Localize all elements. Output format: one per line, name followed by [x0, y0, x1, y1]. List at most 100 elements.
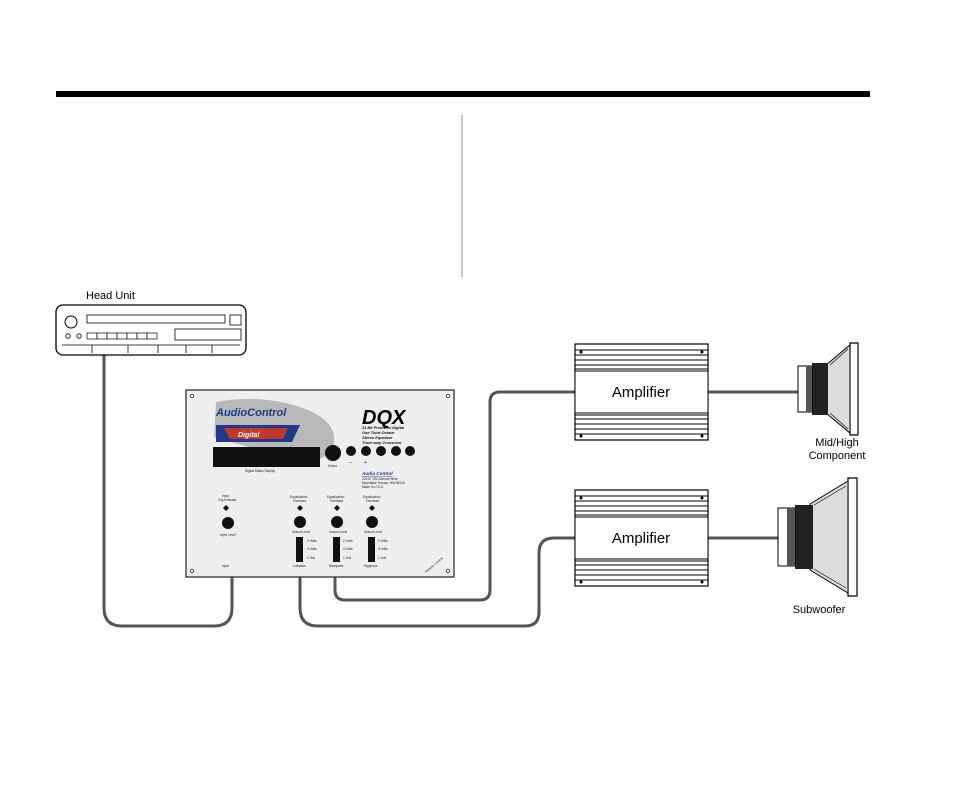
- section-label: Lowpass: [293, 564, 306, 568]
- range-switch[interactable]: [333, 537, 340, 562]
- output-level-label: Output Level: [329, 530, 347, 534]
- amplifier-top: Amplifier: [574, 343, 709, 441]
- eq-overload-label: Equalization: [327, 495, 345, 499]
- input-clip-label: Input: [222, 494, 229, 498]
- lowpass-channel: Equalization Overload Output Level 2 Vol…: [290, 495, 317, 568]
- cable-dqx-to-sub-amp: [298, 536, 575, 628]
- cable-dqx-to-mid-amp: [333, 390, 575, 602]
- input-level-label: Input Level: [220, 533, 236, 537]
- range-label: 1 Volt: [343, 556, 351, 560]
- description-line: One Third Octave: [362, 430, 395, 435]
- clip-indicator-led: [223, 505, 229, 511]
- preset-button[interactable]: [116, 332, 128, 340]
- amplifier-faceplate: [574, 516, 709, 560]
- range-label: 2 Volts: [307, 539, 317, 543]
- subwoofer-speaker: Subwoofer: [777, 477, 858, 616]
- description-line: Three-way Crossover: [362, 440, 402, 445]
- amplifier-bottom: Amplifier: [574, 489, 709, 587]
- eq-overload-label: Overload: [366, 499, 379, 503]
- mid-high-label: Component: [809, 450, 866, 462]
- mid-high-label: Mid/High: [815, 437, 858, 449]
- mid-high-speaker: Mid/High Component: [797, 342, 866, 462]
- highpass-channel: Equalization Overload Output Level 2 Vol…: [363, 495, 388, 568]
- preset-button[interactable]: [96, 332, 108, 340]
- amplifier-label: Amplifier: [612, 530, 670, 547]
- function-key-dividers: [91, 345, 213, 353]
- overload-led: [297, 505, 303, 511]
- preset-button[interactable]: [146, 332, 158, 340]
- speaker-baffle: [847, 477, 858, 597]
- cable-head-unit-to-dqx: [102, 355, 234, 628]
- heatsink-fins: [575, 495, 708, 581]
- speaker-back-ring: [787, 508, 795, 566]
- eq-overload-label: Overload: [293, 499, 306, 503]
- dqx-processor: AudioControl Digital DQX 24 Bit Precisio…: [185, 389, 455, 578]
- preset-button[interactable]: [106, 332, 118, 340]
- speaker-magnet: [795, 505, 813, 569]
- display-caption: Digital Status Display: [245, 469, 276, 473]
- output-level-label: Output Level: [292, 530, 310, 534]
- eq-overload-label: Equalization: [363, 495, 381, 499]
- range-label: 2 Volts: [378, 539, 388, 543]
- address-line: Mountlake Terrace, WA 98043: [362, 481, 405, 485]
- range-label: 4 Volts: [307, 547, 317, 551]
- address-line: 22410 70th Avenue West: [362, 477, 398, 481]
- cone-shading: [813, 485, 847, 589]
- output-level-knob-icon[interactable]: [366, 516, 378, 528]
- control-button-icon[interactable]: [346, 446, 356, 456]
- power-button-icon[interactable]: [65, 333, 71, 339]
- digital-status-display: [213, 447, 320, 467]
- range-switch[interactable]: [296, 537, 303, 562]
- eq-overload-label: Equalization: [290, 495, 308, 499]
- input-clip-label: Clip Indicator: [218, 498, 238, 502]
- amplifier-label: Amplifier: [612, 384, 670, 401]
- overload-led: [369, 505, 375, 511]
- range-label: 1 Volt: [307, 556, 315, 560]
- preset-buttons: [86, 332, 158, 340]
- mount-holes: [579, 496, 704, 584]
- head-unit-label: Head Unit: [86, 290, 135, 302]
- volume-knob-icon[interactable]: [64, 315, 78, 329]
- cd-slot: [86, 314, 226, 324]
- input-level-knob-icon[interactable]: [222, 517, 234, 529]
- section-label: Highpass: [364, 564, 378, 568]
- cone-shading: [829, 348, 849, 430]
- digital-badge-text: Digital: [238, 432, 260, 439]
- control-button-icon[interactable]: [405, 446, 415, 456]
- description-line: 24 Bit Precision Digital: [361, 425, 405, 430]
- minus-label: –: [349, 460, 352, 466]
- eq-overload-label: Overload: [330, 499, 343, 503]
- head-unit-display: [174, 328, 242, 341]
- digital-badge: [224, 428, 288, 439]
- eject-key[interactable]: [229, 314, 242, 326]
- speaker-cone: [809, 480, 849, 594]
- overload-led: [334, 505, 340, 511]
- preset-button[interactable]: [126, 332, 138, 340]
- range-label: 4 Volts: [343, 547, 353, 551]
- preset-button[interactable]: [86, 332, 98, 340]
- select-label: Select: [328, 464, 337, 468]
- range-label: 2 Volts: [343, 539, 353, 543]
- subwoofer-label: Subwoofer: [793, 604, 846, 616]
- section-label: Bandpass: [329, 564, 344, 568]
- speaker-baffle: [849, 342, 859, 436]
- output-level-label: Output Level: [364, 530, 382, 534]
- control-button-icon[interactable]: [376, 446, 386, 456]
- select-knob-icon[interactable]: [325, 445, 341, 461]
- model-name: DQX: [362, 407, 407, 429]
- output-level-knob-icon[interactable]: [294, 516, 306, 528]
- head-unit: Head Unit: [55, 290, 247, 356]
- bandpass-channel: Equalization Overload Output Level 2 Vol…: [327, 495, 353, 568]
- model-description: 24 Bit Precision Digital One Third Octav…: [361, 425, 405, 445]
- amplifier-faceplate: [574, 370, 709, 414]
- range-switch[interactable]: [368, 537, 375, 562]
- cables: [102, 355, 798, 628]
- eject-button-icon[interactable]: [76, 333, 82, 339]
- output-level-knob-icon[interactable]: [331, 516, 343, 528]
- control-button-icon[interactable]: [361, 446, 371, 456]
- plus-label: +: [364, 460, 367, 466]
- description-line: Stereo Equalizer: [362, 435, 393, 440]
- control-button-icon[interactable]: [391, 446, 401, 456]
- preset-button[interactable]: [136, 332, 148, 340]
